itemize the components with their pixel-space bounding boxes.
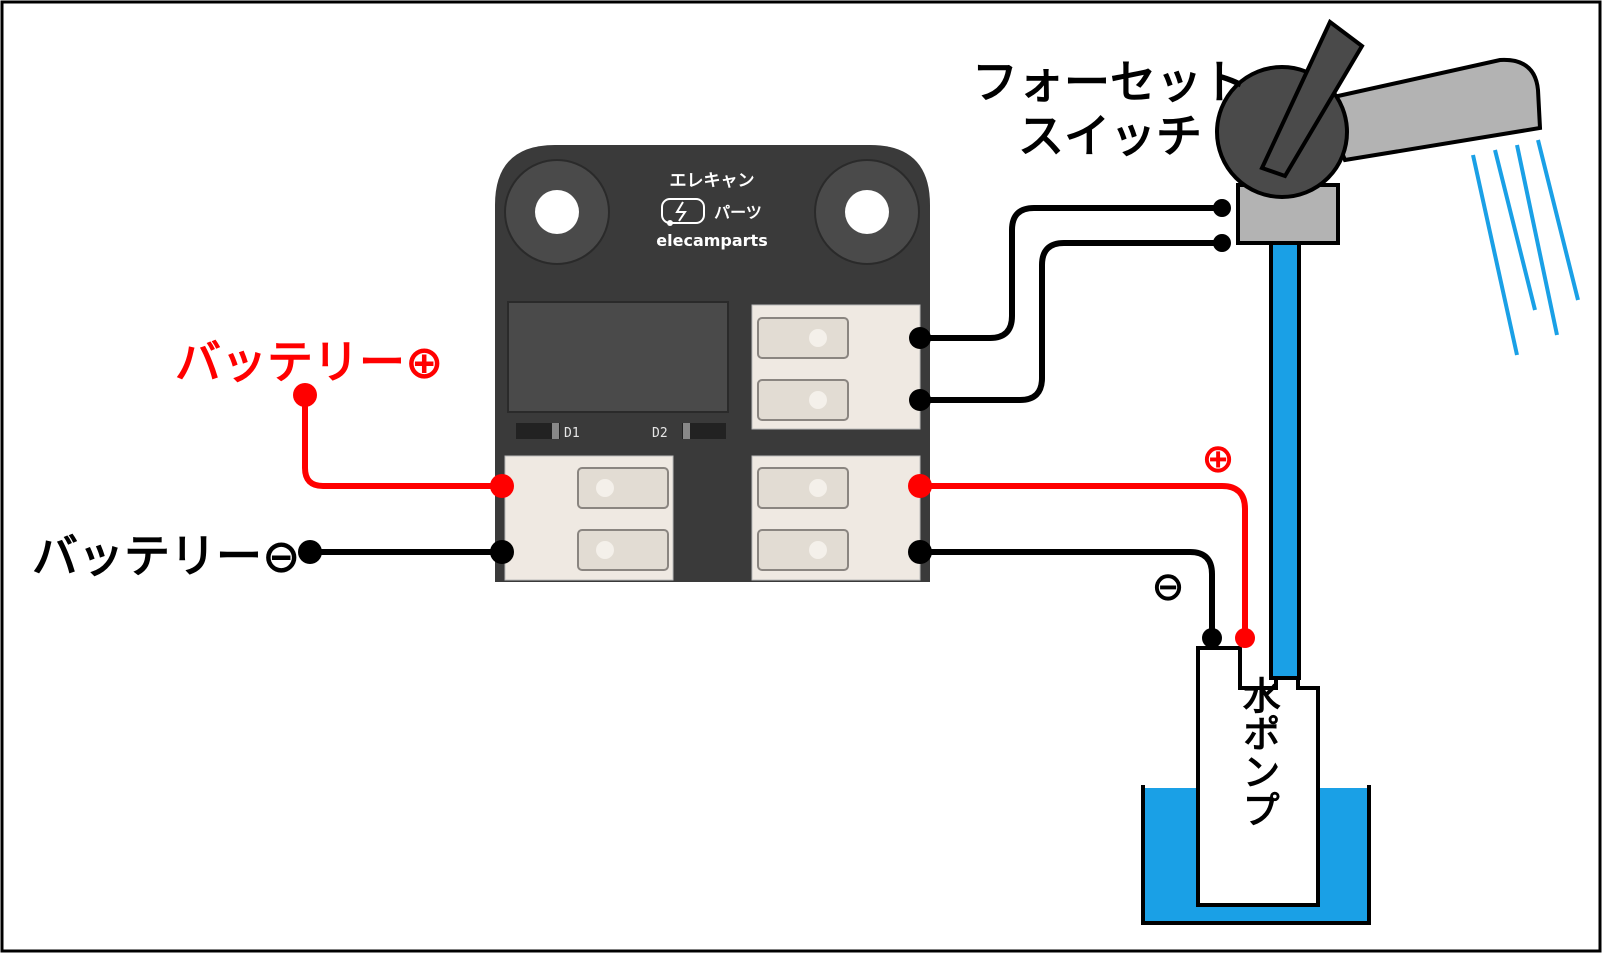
- battery-negative-label: バッテリー⊖: [32, 529, 301, 583]
- mount-hole-right: [845, 190, 889, 234]
- diode-d2-label: D2: [652, 426, 668, 441]
- terminal-dot: [490, 540, 514, 564]
- board-logo-line3: elecamparts: [656, 231, 767, 250]
- battery-positive-wire: [302, 395, 502, 489]
- board-logo-line2: パーツ: [714, 203, 762, 222]
- water-pipe: [1269, 236, 1301, 680]
- diode-d1-band: [552, 423, 559, 439]
- switch-contact-dot: [1213, 199, 1231, 217]
- pump-positive-wire: [920, 483, 1248, 638]
- faucet-lever: [1259, 18, 1365, 179]
- mount-hole-left: [535, 190, 579, 234]
- pump-label: 水ポンプ: [1236, 676, 1280, 828]
- battery-negative-end: [298, 540, 322, 564]
- diode-d2: [682, 423, 726, 439]
- tank-walls: [1141, 785, 1371, 925]
- switch-wire-1: [920, 205, 1222, 341]
- faucet-switch-label-1: フォーセット: [972, 55, 1248, 109]
- board-logo-line1: エレキャン: [670, 171, 755, 191]
- switch-wire-2: [920, 240, 1222, 403]
- faucet-spout: [1317, 57, 1543, 163]
- relay-component: [507, 301, 729, 413]
- switch-contact-dot: [1213, 234, 1231, 252]
- pump-negative-label: ⊖: [1151, 564, 1185, 610]
- terminal-dot: [909, 389, 931, 411]
- battery-positive-label: バッテリー⊕: [175, 335, 444, 389]
- faucet-switch-label-2: スイッチ: [1018, 109, 1202, 163]
- camper-logo-icon: [661, 198, 705, 226]
- terminal-switch: [751, 304, 921, 430]
- terminal-pump: [751, 455, 921, 581]
- water-streams: [1471, 139, 1580, 356]
- diode-d1-label: D1: [564, 426, 580, 441]
- pump-positive-label: ⊕: [1201, 436, 1235, 482]
- terminal-battery: [504, 455, 674, 581]
- diode-d2-band: [683, 423, 690, 439]
- terminal-dot: [908, 474, 932, 498]
- diode-d1: [516, 423, 560, 439]
- relay-board: エレキャン パーツ elecamparts D1 D2: [495, 145, 930, 582]
- pump-negative-wire: [920, 549, 1215, 638]
- pump-positive-end: [1235, 628, 1255, 648]
- faucet: フォーセット スイッチ: [972, 18, 1580, 356]
- pump-negative-end: [1202, 628, 1222, 648]
- terminal-dot: [909, 327, 931, 349]
- terminal-dot: [908, 540, 932, 564]
- water-pump: 水ポンプ: [1196, 646, 1320, 907]
- battery-positive-end: [293, 383, 317, 407]
- terminal-dot: [490, 474, 514, 498]
